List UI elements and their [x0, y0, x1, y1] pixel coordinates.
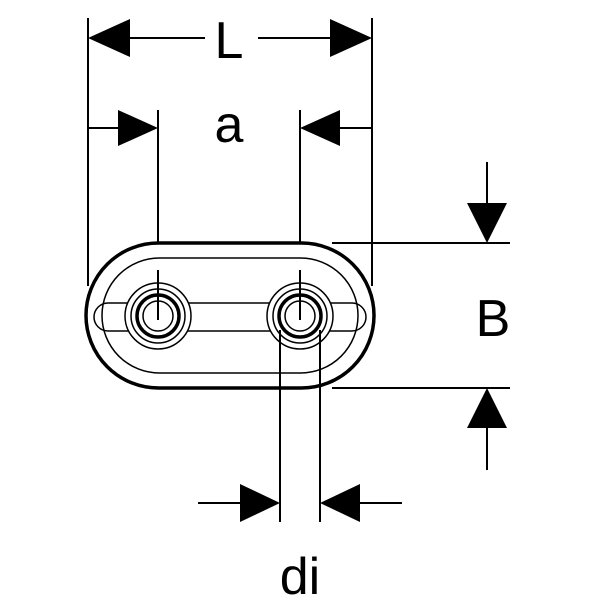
arrowhead-width-top	[467, 203, 507, 243]
arrowhead-spacing-left	[118, 110, 158, 146]
label-length: L	[215, 12, 244, 70]
arrowhead-di-right	[320, 484, 360, 522]
label-inner-diameter: di	[280, 548, 320, 600]
dimension-inner-diameter	[198, 330, 402, 522]
dimension-length	[87, 18, 373, 286]
arrowhead-length-right	[330, 19, 372, 57]
arrowhead-width-bottom	[467, 388, 507, 428]
label-spacing: a	[215, 96, 244, 154]
inner-oval	[101, 257, 359, 374]
dimension-width	[332, 162, 510, 470]
arrowhead-spacing-right	[300, 110, 340, 146]
arrowhead-di-left	[240, 484, 280, 522]
hole-axis-lines	[157, 270, 301, 320]
mounting-slot	[93, 302, 367, 332]
arrowhead-length-left	[88, 19, 130, 57]
label-width: B	[476, 290, 511, 348]
